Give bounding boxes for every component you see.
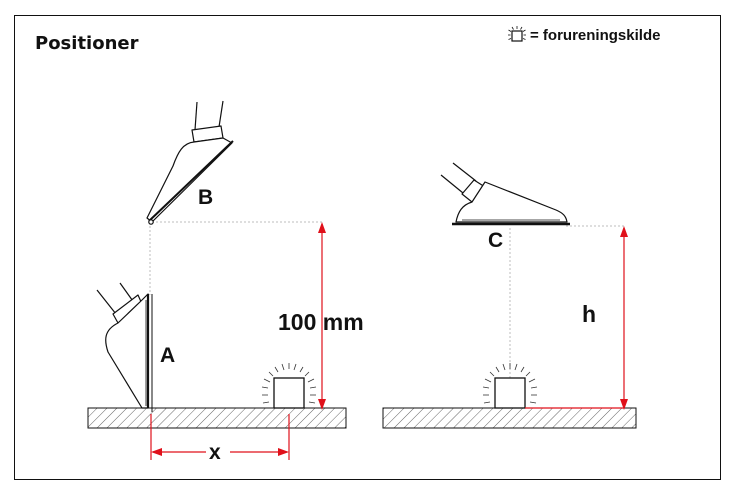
dimension-x: [150, 414, 290, 460]
label-distance: 100 mm: [278, 309, 364, 335]
dimension-h: [525, 226, 628, 410]
label-b: B: [198, 186, 213, 209]
label-c: C: [488, 229, 503, 252]
label-h: h: [582, 301, 596, 327]
ground-left: [87, 407, 347, 429]
probe-a: [96, 282, 153, 412]
label-a: A: [160, 344, 175, 367]
label-x: x: [209, 441, 221, 464]
pollution-source-left: [261, 362, 317, 409]
ground-right: [382, 407, 637, 429]
panel-title: Positioner: [35, 33, 139, 54]
pollution-source-icon: [508, 26, 526, 42]
guide-lines: [149, 221, 624, 378]
legend-label: = forureningskilde: [530, 26, 661, 44]
probe-b: [146, 100, 234, 225]
dimension-100mm: [318, 222, 326, 410]
diagram-frame: [14, 15, 721, 480]
probe-c: [440, 162, 570, 226]
legend: = forureningskilde: [507, 25, 660, 45]
